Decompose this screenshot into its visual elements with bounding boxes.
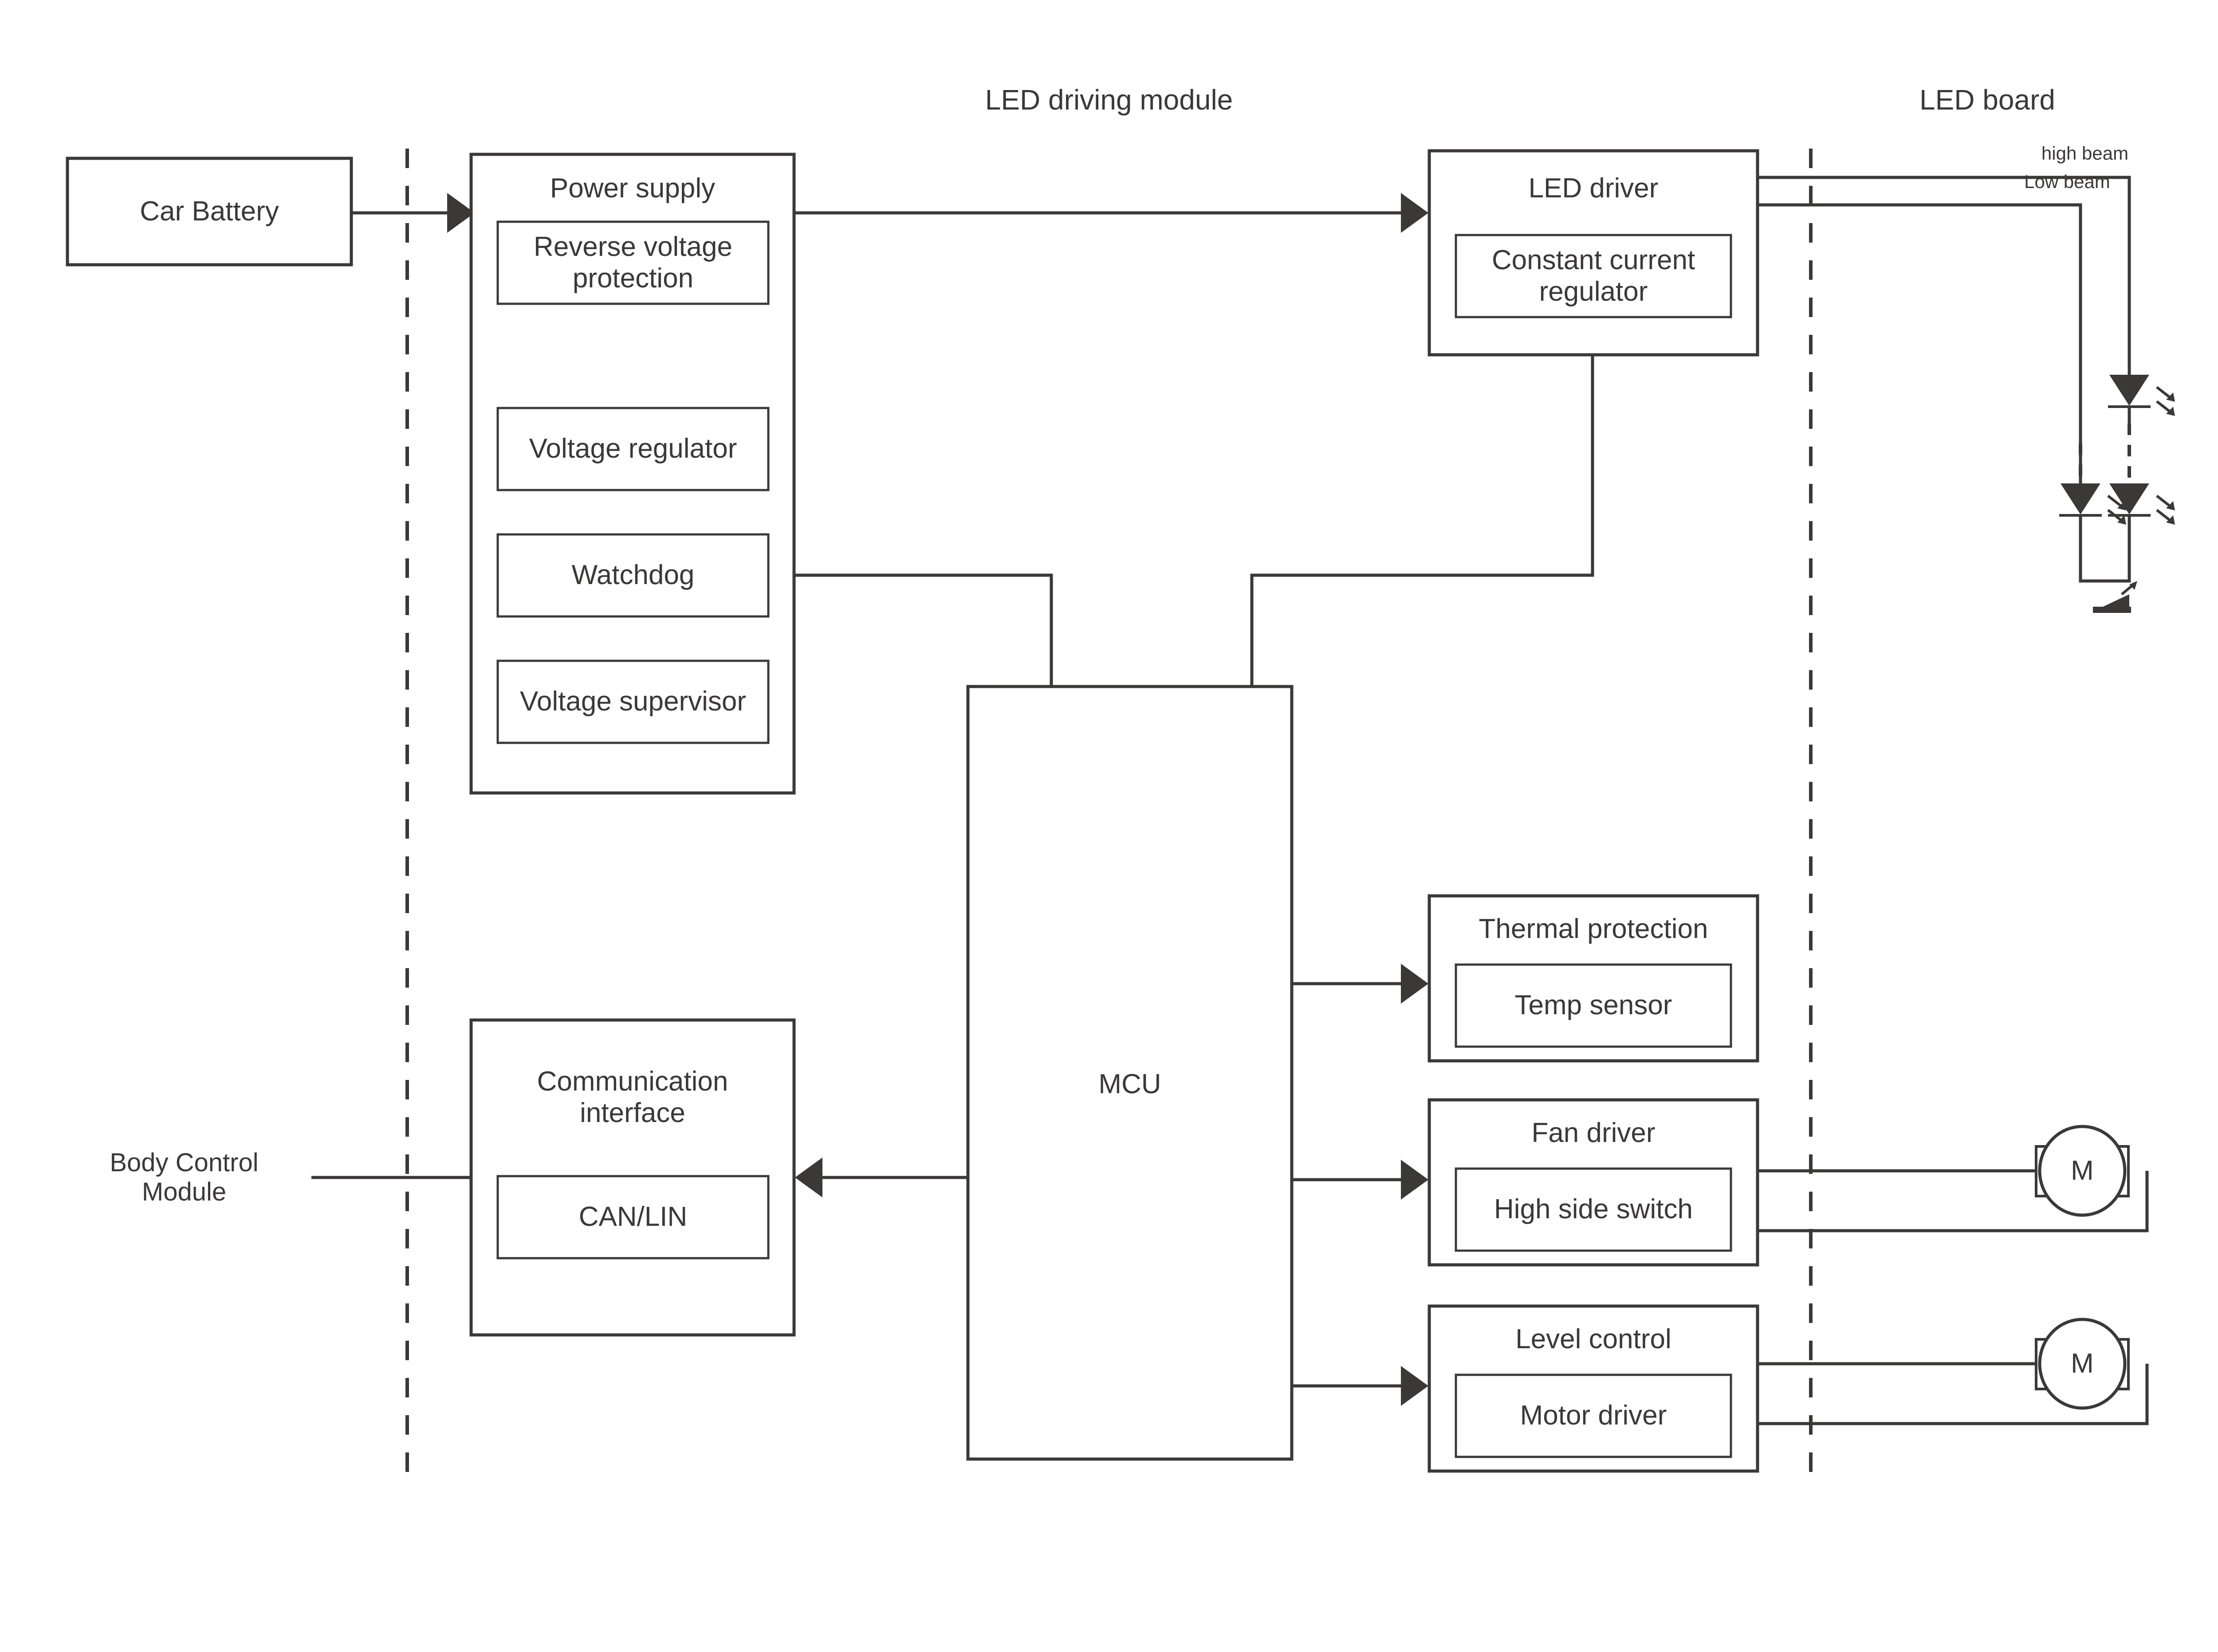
arrowhead-battery-to-power-supply	[447, 193, 475, 233]
led-diode-2-triangle	[2109, 483, 2149, 514]
voltage-supervisor-box	[496, 659, 770, 744]
arrowhead-mcu-to-fan-driver	[1401, 1160, 1428, 1200]
car-battery-box	[66, 157, 353, 267]
motor-1-symbol	[2035, 1125, 2130, 1217]
high-side-switch-box	[1455, 1167, 1732, 1252]
wire-watchdog-to-mcu	[794, 573, 1053, 687]
arrowhead-mcu-to-thermal-protection	[1401, 964, 1428, 1004]
led-diode-3-triangle	[2061, 483, 2100, 514]
led-diode-2-emission-arrows	[2156, 494, 2175, 525]
led-diode-1-emission-arrows	[2156, 386, 2175, 416]
reverse-voltage-protection-box	[496, 220, 770, 305]
arrowhead-mcu-to-level-control	[1401, 1366, 1428, 1406]
motor-driver-box	[1455, 1373, 1732, 1458]
mcu-box	[966, 685, 1294, 1461]
arrowhead-mcu-to-comm-interface	[795, 1158, 822, 1197]
wire-low-beam	[1758, 203, 2082, 483]
motor-2-symbol	[2035, 1318, 2130, 1410]
arrowhead-power-supply-to-led-driver	[1401, 193, 1428, 233]
constant-current-regulator-box	[1455, 234, 1732, 318]
watchdog-box	[496, 533, 770, 618]
led-diode-3-emission-arrows	[2107, 494, 2126, 525]
can-lin-box	[496, 1175, 770, 1260]
temp-sensor-box	[1455, 963, 1732, 1048]
wire-led-driver-to-mcu	[1250, 355, 1594, 687]
chassis-ground-icon	[2093, 581, 2137, 613]
wire-fan-driver-to-motor-1-bottom	[1758, 1171, 2149, 1232]
wire-level-control-to-motor-2-bottom	[1758, 1364, 2149, 1425]
voltage-regulator-box	[496, 407, 770, 491]
wire-high-beam	[1758, 176, 2131, 375]
led-diode-1-triangle	[2109, 375, 2149, 406]
wire-led-return-path	[2079, 515, 2131, 583]
